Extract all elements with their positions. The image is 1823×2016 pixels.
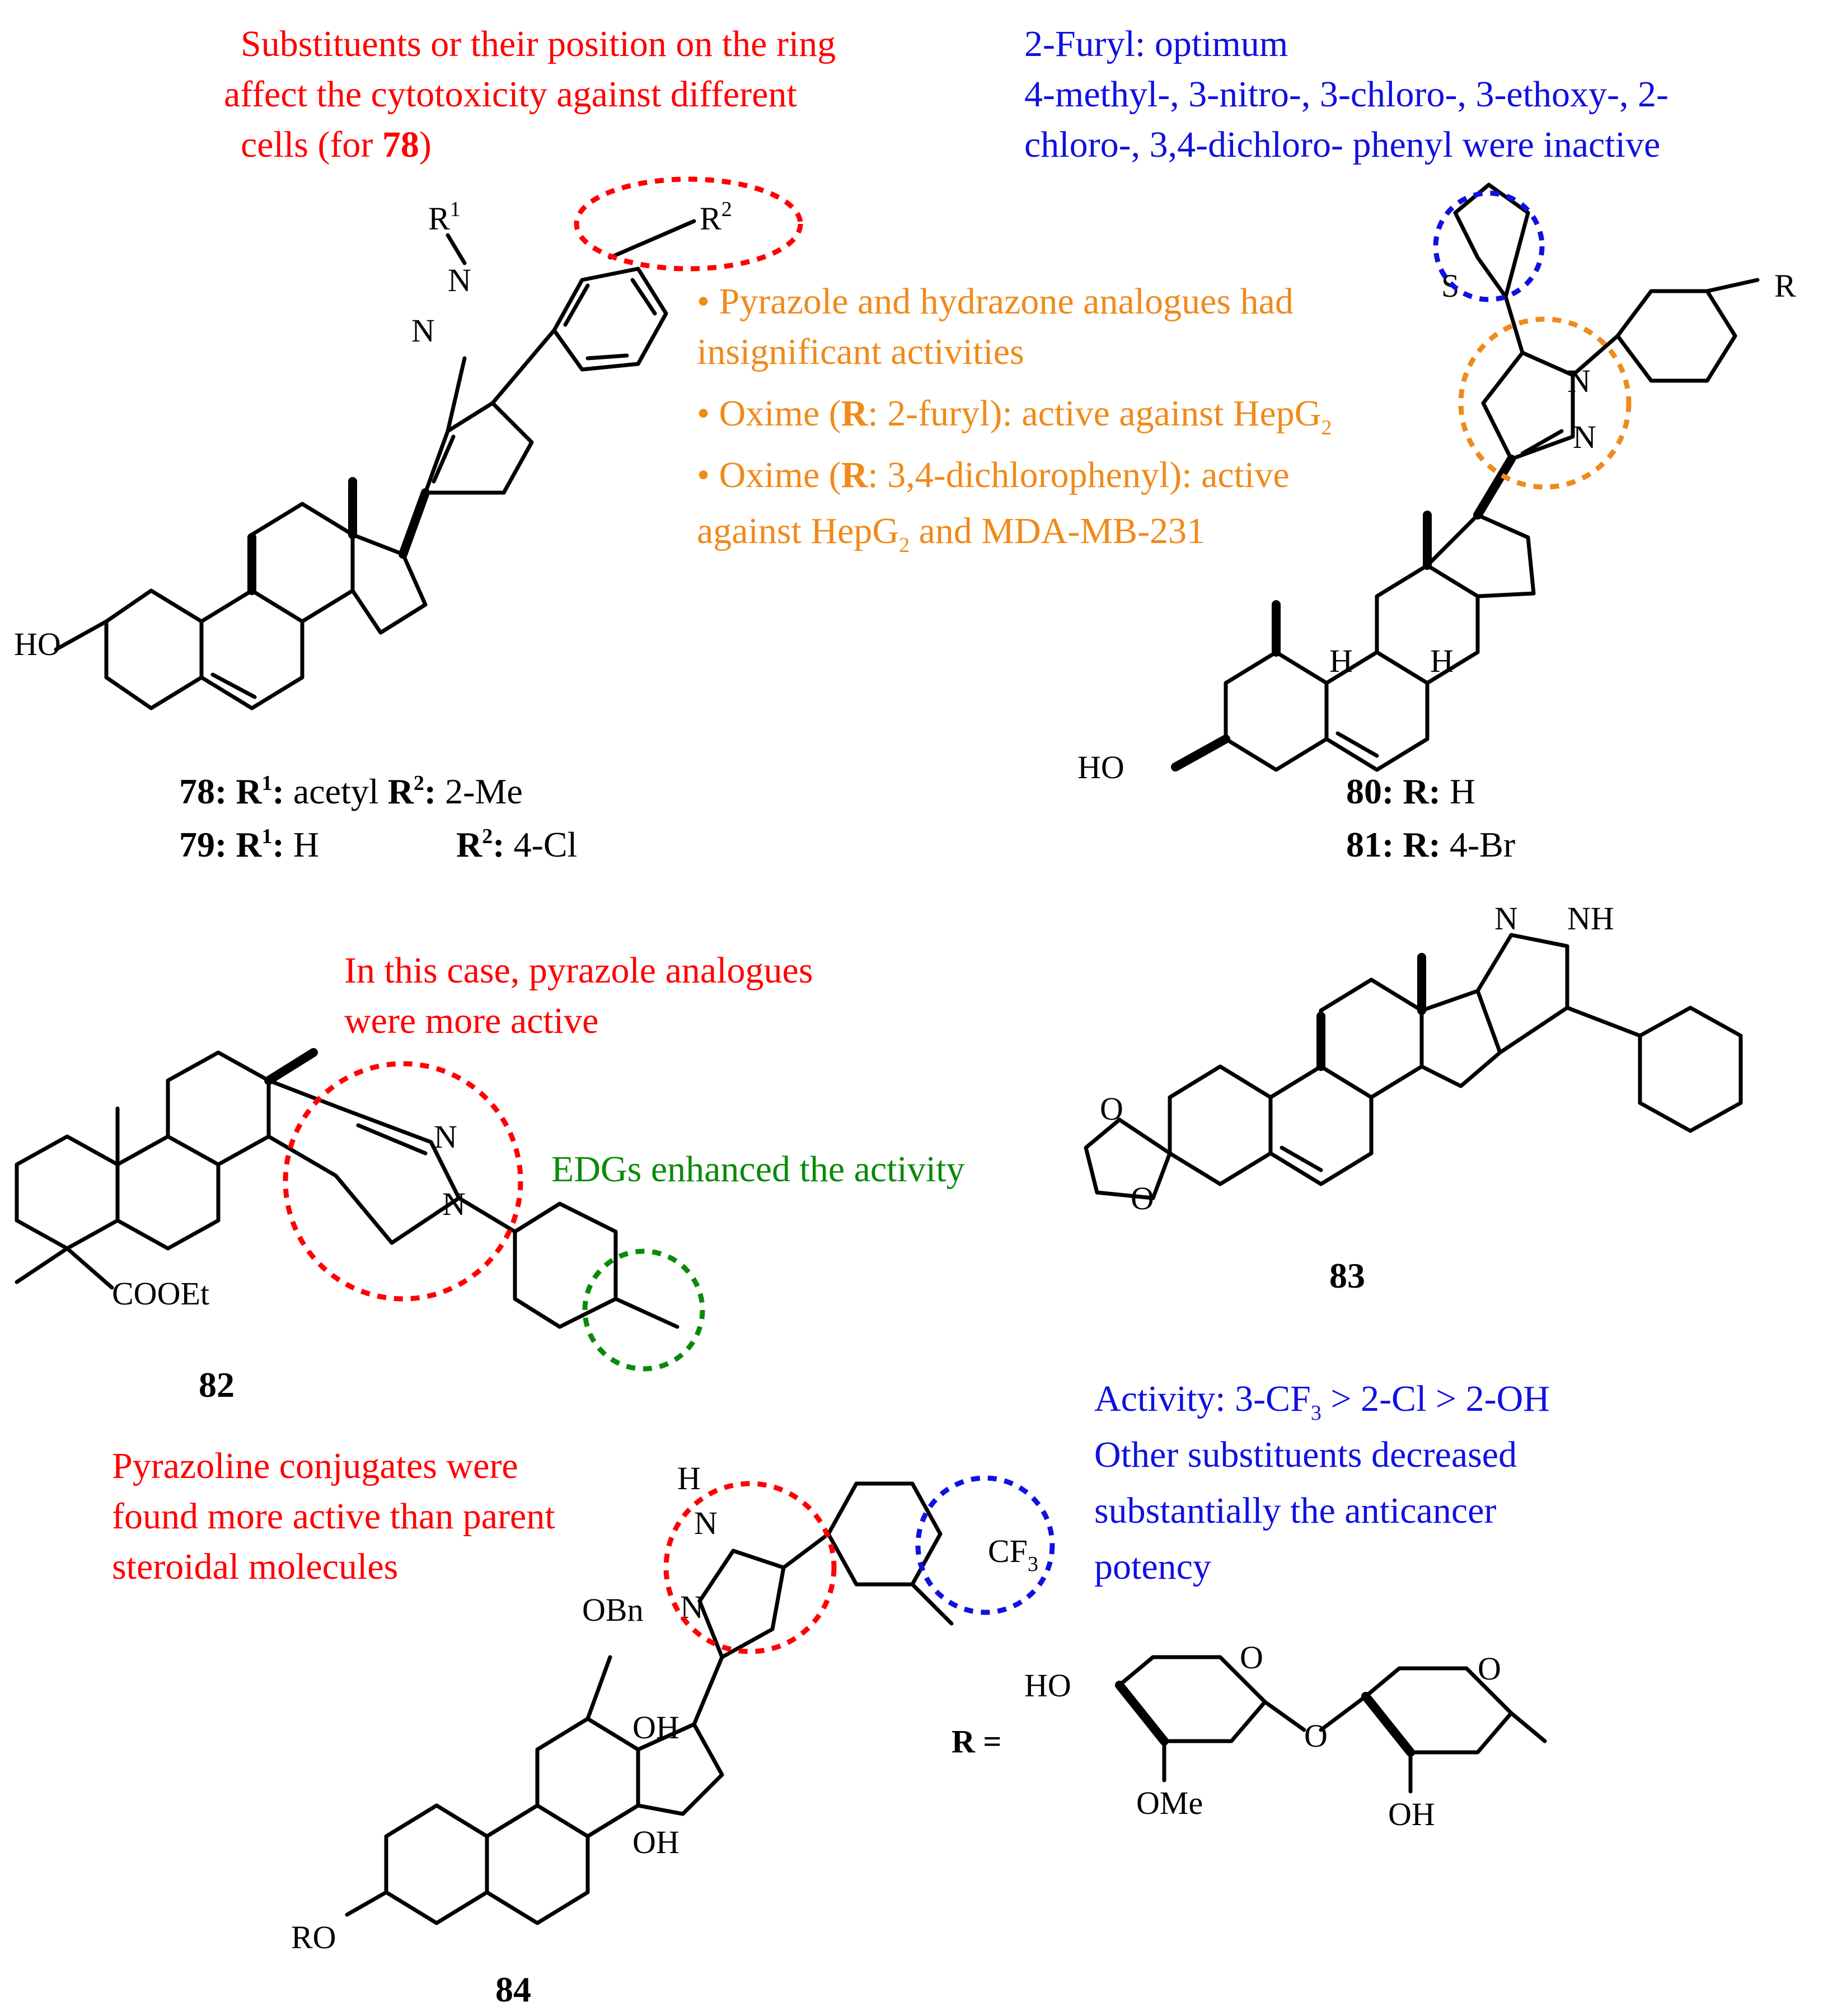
atom-obn: OBn	[582, 1592, 644, 1628]
label-81: 81: R: 4-Br	[1346, 825, 1515, 864]
atom-n-83: N	[1494, 900, 1518, 937]
label-83: 83	[1329, 1256, 1365, 1295]
atom-ho-sugar: HO	[1024, 1667, 1071, 1704]
note-pyrazole-active: In this case, pyrazole analogues were mo…	[344, 950, 822, 1041]
label-78: 78: R1: acetyl R2: 2-Me	[179, 771, 523, 811]
atom-h-1: H	[1329, 643, 1353, 679]
atom-ho: HO	[14, 626, 61, 662]
atom-o-83a: O	[1100, 1091, 1123, 1127]
atom-cooet: COOEt	[112, 1275, 209, 1312]
atom-ho-2: HO	[1077, 749, 1124, 785]
note-substituents: Substituents or their position on the ri…	[224, 24, 845, 165]
structure-84: H N N OBn OH OH RO CF3	[291, 1460, 1055, 1956]
atom-r2: R2	[700, 198, 732, 237]
atom-o-link: O	[1304, 1718, 1328, 1754]
atom-o-83b: O	[1131, 1180, 1154, 1217]
highlight-thiophene	[1433, 190, 1545, 302]
structure-82: N N COOEt	[15, 1048, 705, 1372]
atom-oh-84b: OH	[632, 1824, 679, 1860]
structure-sugar-r: R = HO O O O OMe OH	[952, 1639, 1547, 1832]
atom-n-b: N	[1573, 419, 1596, 455]
atom-oh-sugar: OH	[1388, 1796, 1435, 1832]
highlight-pyrazoline-80	[1458, 316, 1632, 490]
atom-n1: N	[448, 262, 471, 298]
atom-r1: R1	[428, 198, 461, 237]
note-activity: Activity: 3-CF3 > 2-Cl > 2-OH Other subs…	[1094, 1378, 1559, 1587]
atom-o-ring2: O	[1478, 1650, 1501, 1687]
highlight-methyl-82	[582, 1248, 705, 1372]
label-79-r2: R2: 4-Cl	[456, 825, 577, 864]
note-edgs: EDGs enhanced the activity	[551, 1149, 965, 1190]
r-equals: R =	[952, 1723, 1001, 1760]
label-82: 82	[199, 1365, 235, 1405]
atom-n-82b: N	[442, 1186, 466, 1222]
atom-h-2: H	[1430, 643, 1454, 679]
label-80: 80: R: H	[1346, 771, 1475, 811]
atom-o-ring1: O	[1240, 1639, 1263, 1676]
structure-78-79: R1 N N R2 HO	[14, 176, 803, 710]
atom-h-84: H	[677, 1460, 701, 1496]
atom-ro: RO	[291, 1919, 336, 1956]
structure-80-81: S R N N H H HO	[1077, 183, 1796, 785]
atom-n2: N	[411, 312, 435, 349]
atom-n-82a: N	[434, 1119, 457, 1155]
highlight-r2-substituent	[574, 176, 803, 272]
atom-ome: OMe	[1136, 1785, 1203, 1821]
label-79: 79: R1: H	[179, 825, 319, 864]
note-pyrazoline: Pyrazoline conjugates were found more ac…	[112, 1446, 564, 1587]
atom-n-a: N	[1567, 363, 1591, 399]
atom-nh-83: NH	[1567, 900, 1614, 937]
atom-cf3: CF3	[988, 1533, 1038, 1576]
atom-oh-84a: OH	[632, 1709, 679, 1746]
note-furyl: 2-Furyl: optimum 4-methyl-, 3-nitro-, 3-…	[1024, 24, 1678, 165]
atom-r: R	[1774, 268, 1796, 304]
label-84: 84	[495, 1970, 531, 2009]
highlight-cf3-84	[915, 1475, 1055, 1615]
highlight-pyrazoline-84	[663, 1481, 837, 1654]
highlight-pyrazole-82	[283, 1061, 523, 1302]
note-oxime: • Pyrazole and hydrazone analogues had i…	[697, 281, 1341, 557]
atom-nh-84: N	[694, 1505, 718, 1541]
structure-83: O O N NH	[1084, 900, 1743, 1217]
